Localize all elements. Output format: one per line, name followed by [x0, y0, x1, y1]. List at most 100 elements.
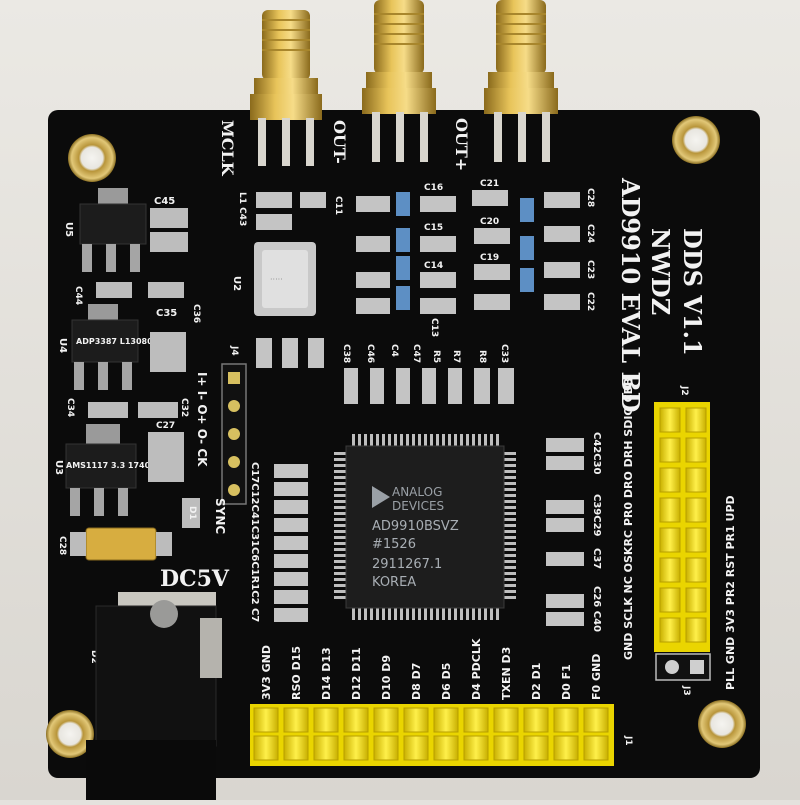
mount-hole-bl [46, 710, 94, 758]
label-out-pos: OUT+ [452, 118, 471, 171]
svg-text:C21: C21 [480, 179, 499, 189]
j2-pin [659, 557, 681, 583]
chip-part-number: AD9910BSVZ [372, 519, 459, 534]
j1-label: D12 D11 [350, 647, 363, 700]
svg-text:C22: C22 [585, 292, 595, 311]
mount-hole-tr [672, 116, 720, 164]
svg-text:C13: C13 [429, 318, 439, 337]
svg-text:C15: C15 [424, 223, 443, 233]
svg-text:C33: C33 [499, 344, 509, 363]
j1-pin [373, 707, 399, 733]
j1-pin [343, 735, 369, 761]
ref-c28: C28 [57, 536, 67, 555]
j4-pin-labels: I+ I- O+ O- CK [195, 372, 209, 467]
sma-connector-mclk [250, 10, 322, 166]
j1-label: F0 GND [590, 654, 603, 700]
tantalum-cap-c28 [85, 527, 157, 561]
j1-pin [583, 735, 609, 761]
svg-text:R7: R7 [451, 350, 461, 363]
j1-pin [463, 735, 489, 761]
ref-d2: D2 [89, 650, 99, 664]
svg-text:C23: C23 [585, 260, 595, 279]
j2-label-text: GND SCLK NC OSKRC PR0 DRO DRH SDIO CBB [622, 378, 635, 660]
j1-label: TXEN D3 [500, 647, 513, 700]
label-mclk: MCLK [218, 120, 237, 177]
j2-pin [659, 617, 681, 643]
j2-pin [659, 467, 681, 493]
j1-pin [493, 707, 519, 733]
filter-labels: C11 C16 C15 C14 C13 C21 C28 C20 C24 C19 … [333, 179, 595, 337]
right-chip-caps [546, 438, 584, 626]
ref-j4: J4 [229, 345, 239, 356]
j1-pin [403, 707, 429, 733]
ref-l1-c43: L1 C43 [237, 192, 247, 226]
svg-text:C47: C47 [411, 344, 421, 363]
j1-pin [493, 735, 519, 761]
ref-c45: C45 [154, 196, 175, 207]
power-label: DC5V [160, 566, 230, 592]
ref-c44: C44 [73, 286, 83, 305]
j1-pin [343, 707, 369, 733]
j2-pin-labels: GND SCLK NC OSKRC PR0 DRO DRH SDIO CBB PL… [622, 378, 737, 690]
svg-text:R8: R8 [477, 350, 487, 363]
ref-u3: U3 [53, 460, 64, 475]
j2-pin [659, 407, 681, 433]
regulator-u5 [79, 188, 147, 272]
middle-labels: C38 C46 C4 C47 R5 R7 R8 C33 [341, 344, 509, 363]
svg-text:C38: C38 [341, 344, 351, 363]
svg-text:·····: ····· [270, 275, 283, 284]
ref-c36: C36 [191, 304, 201, 323]
j1-pin [433, 707, 459, 733]
chip-brand-1: ANALOG [392, 485, 442, 499]
board-maker: NWDZ [646, 228, 675, 315]
j1-label: D10 D9 [380, 655, 393, 700]
ref-c27: C27 [156, 421, 175, 431]
mount-hole-br [698, 700, 746, 748]
ref-c32: C32 [179, 398, 189, 417]
j2-pin [685, 437, 707, 463]
j2-pin [685, 497, 707, 523]
right-chip-labels: C42C30 C39C29 C37 C26 C40 [591, 432, 602, 632]
ref-j3: J3 [681, 685, 691, 696]
filter-passives [256, 190, 580, 314]
j1-label: D0 F1 [560, 664, 573, 700]
j1-pin [553, 707, 579, 733]
dc-power-jack [86, 592, 222, 800]
board-version: DDS V1.1 [678, 228, 707, 356]
j1-label: RSO D15 [290, 646, 303, 700]
board-title: AD9910 EVAL BD [616, 177, 645, 413]
regulator-u4 [71, 304, 139, 390]
j2-pin [685, 587, 707, 613]
j1-pin [523, 707, 549, 733]
filter-inductors [396, 192, 534, 310]
sma-connector-out-pos [484, 0, 558, 162]
oscillator-u2: ····· [254, 242, 316, 316]
ref-d1: D1 [187, 506, 197, 520]
header-j4 [221, 363, 247, 505]
j1-pin [313, 707, 339, 733]
svg-text:C24: C24 [585, 224, 595, 243]
j1-label: D8 D7 [410, 663, 423, 700]
j1-pin [433, 735, 459, 761]
ref-j1: J1 [623, 735, 633, 746]
regulator-u3 [65, 424, 137, 516]
header-j2 [654, 402, 711, 681]
ref-c34: C34 [65, 398, 75, 417]
j1-pin [403, 735, 429, 761]
sma-connector-out-neg [362, 0, 436, 162]
svg-text:C19: C19 [480, 253, 499, 263]
j1-pin [283, 735, 309, 761]
j2-pin [685, 407, 707, 433]
j2-label-text-2: PLL GND 3V3 PR2 RST PR1 UPD [724, 495, 737, 690]
pcb-board [48, 110, 760, 778]
svg-text:C42C30: C42C30 [591, 432, 602, 475]
chip-origin: KOREA [372, 575, 416, 590]
ref-u2: U2 [231, 276, 242, 291]
left-passives [88, 208, 200, 528]
j1-label: D14 D13 [320, 647, 333, 700]
j1-pin [553, 735, 579, 761]
svg-text:C39C29: C39C29 [591, 494, 602, 537]
j1-pin [283, 707, 309, 733]
j2-pin [685, 527, 707, 553]
